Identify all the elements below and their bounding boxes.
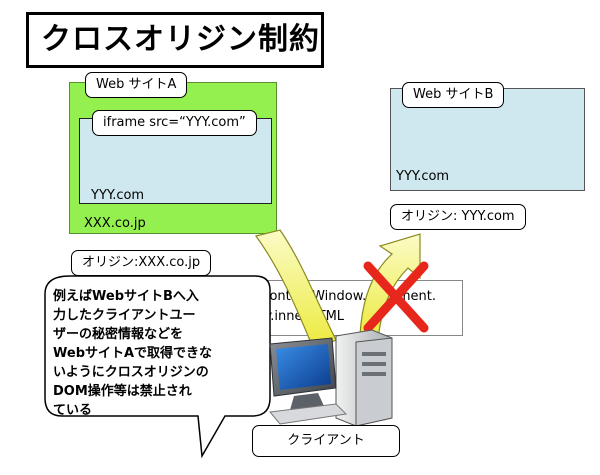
client-computer-icon xyxy=(269,329,393,427)
explanation-text: 例えばWebサイトBへ入 力したクライアントユー ザーの秘密情報などを Webサ… xyxy=(53,287,263,420)
explanation-line: いようにクロスオリジンの xyxy=(53,365,209,380)
explanation-line: 例えばWebサイトBへ入 xyxy=(53,289,199,304)
website-b-domain-text: YYY.com xyxy=(396,169,450,184)
diagram-title: クロスオリジン制約 xyxy=(26,12,324,68)
explanation-line: DOM操作等は禁止され xyxy=(53,384,192,399)
website-b-origin-label: オリジン: YYY.com xyxy=(390,204,526,230)
explanation-line: WebサイトAで取得できな xyxy=(53,346,213,361)
website-a-label: Web サイトA xyxy=(85,72,188,98)
iframe-domain-text: YYY.com xyxy=(91,188,145,203)
explanation-line: ザーの秘密情報などを xyxy=(53,327,184,342)
website-b-label: Web サイトB xyxy=(402,82,505,108)
website-a-origin-label: オリジン:XXX.co.jp xyxy=(71,250,212,276)
client-label: クライアント xyxy=(252,425,400,457)
speech-bubble-icon xyxy=(44,275,271,459)
explanation-line: 力したクライアントユー xyxy=(53,308,196,323)
website-a-domain-text: XXX.co.jp xyxy=(84,216,146,231)
forbidden-cross-icon xyxy=(363,261,429,333)
iframe-label: iframe src=“YYY.com” xyxy=(92,110,257,136)
explanation-line: ている xyxy=(53,403,93,418)
